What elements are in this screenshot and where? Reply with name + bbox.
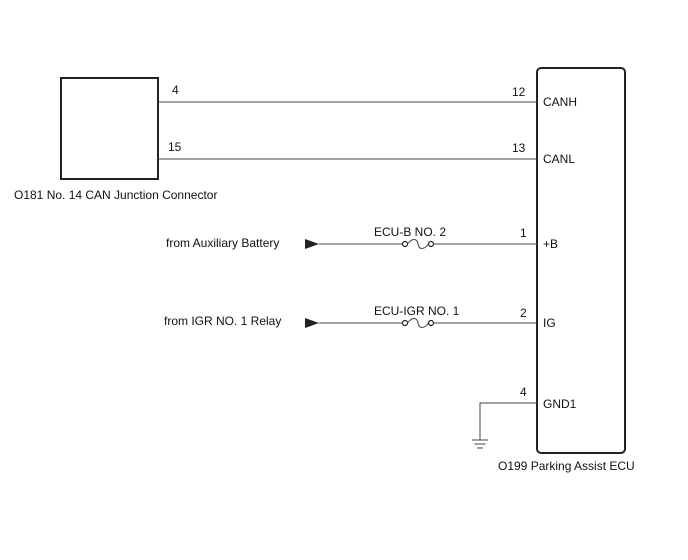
- junction-connector-box: [60, 77, 159, 180]
- ecu-b-fuse-label: ECU-B NO. 2: [374, 225, 446, 239]
- ecu-box: [536, 67, 626, 454]
- ecu-pin-canh-label: CANH: [543, 95, 577, 109]
- ecu-pin-1: 1: [520, 226, 527, 240]
- ecu-igr-fuse-label: ECU-IGR NO. 1: [374, 304, 460, 318]
- ecu-igr-fuse-icon: [401, 318, 435, 328]
- junction-pin-4: 4: [172, 83, 179, 97]
- battery-arrow-icon: [305, 239, 319, 249]
- ecu-b-fuse-icon: [401, 239, 435, 249]
- ecu-label: O199 Parking Assist ECU: [498, 459, 635, 473]
- ecu-pin-gnd1-label: GND1: [543, 397, 577, 411]
- gnd1-wire: [479, 402, 537, 440]
- ecu-pin-2: 2: [520, 306, 527, 320]
- igr-arrow-icon: [305, 318, 319, 328]
- ecu-pin-12: 12: [512, 85, 526, 99]
- junction-connector-label: O181 No. 14 CAN Junction Connector: [14, 188, 217, 202]
- junction-pin-15: 15: [168, 140, 182, 154]
- igr-relay-source-label: from IGR NO. 1 Relay: [164, 314, 281, 328]
- ecu-pin-ig-label: IG: [543, 316, 556, 330]
- ecu-pin-canl-label: CANL: [543, 152, 575, 166]
- ecu-pin-13: 13: [512, 141, 526, 155]
- ecu-pin-plus-b-label: +B: [543, 237, 558, 251]
- ground-icon: [472, 439, 488, 449]
- ecu-pin-4: 4: [520, 385, 527, 399]
- battery-source-label: from Auxiliary Battery: [166, 236, 279, 250]
